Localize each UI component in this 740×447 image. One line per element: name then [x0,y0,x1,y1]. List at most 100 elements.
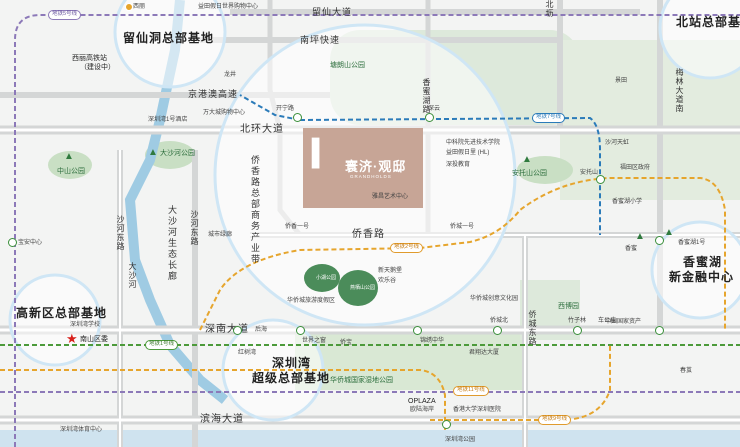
poi-qiaoxiang-no1: 侨香一号 [285,224,310,230]
poi-xili-rail-2: （建设中） [80,64,115,71]
poi-xincheng: 城市绿廊 [208,232,233,238]
road-qiaoxiang: 侨香路 [352,229,385,240]
poi-shahe-mall: 沙河天虹 [605,140,630,146]
park-anhe-label: 安托山公园 [512,170,547,177]
poi-shenzhenwan-park: 深圳湾体育中心 [60,427,103,433]
label-xiangmi-rd: 香蜜湖路 [422,78,431,114]
road-nanping: 南坪快速 [300,35,341,45]
poi-new-forest: 新天鹅堡 [378,268,403,274]
park-dashahe-label: 大沙河公园 [160,150,195,157]
park-anhe [517,156,573,184]
poi-xiangmi-metro: 香蜜 [625,246,638,252]
park-blob-2 [338,270,378,306]
building-icon: ▍ [312,138,332,168]
poi-shenzhen-univ: 深圳湾公园 [445,437,476,443]
metro-station-icon[interactable] [655,326,664,335]
metro-line-7 [299,116,601,235]
hub-gaoxin: 高新区总部基地 [16,306,108,320]
label-shahe-east-2: 沙河东路 [190,210,199,246]
poi-zhuzilin: 竹子林 [568,318,587,324]
park-xiaohu-label: 小湖公园 [316,275,337,281]
poi-oplaza: OPLAZA [408,398,436,405]
metro-station-icon[interactable] [573,326,582,335]
metro-station-icon[interactable] [655,236,664,245]
poi-nanshan-gov: 南山区委 [80,336,108,343]
metro-station-icon[interactable] [8,238,17,247]
tree-icon: ▲ [522,154,532,165]
poi-bay-school: 深圳湾学校 [70,322,101,328]
hub-shenzhenwan-2: 超级总部基地 [252,371,331,385]
poi-oplaza-sub: 欧陆海岸 [410,407,435,413]
metro-station-icon[interactable] [296,326,305,335]
poi-kaibin: 开宁路 [276,106,295,112]
poi-hkust: 香港大学深圳医院 [453,407,502,413]
road-liuxian: 留仙大道 [312,7,353,17]
star-icon: ★ [66,331,78,346]
hub-xiangmihu-1: 香蜜湖 [683,255,723,269]
park-xibo-label: 西博园 [558,303,579,310]
hub-shenzhenwan-1: 深圳湾 [272,356,312,370]
poi-houhai: 后海 [255,327,268,333]
tree-icon: ▲ [664,227,674,238]
poi-zhongkeyuan: 中科院先进技术学院 [446,140,501,146]
poi-zhujiang: 深圳湾1号酒店 [148,117,188,123]
poi-xili-rail-1: 西丽高铁站 [72,55,107,62]
metro-station-icon[interactable] [293,113,302,122]
poi-chegongmiao: 车公庙 [598,318,617,324]
road-beihuan: 北环大道 [240,124,284,135]
metro-line-1-badge[interactable]: 地铁1号线 [145,340,179,350]
poi-qiaocheng-north: 侨城北 [490,318,509,324]
park-zhongshan [48,151,92,179]
metro-station-icon[interactable] [425,113,434,122]
poi-xiangmi-school: 香蜜湖小学 [612,199,643,205]
project-block[interactable] [303,128,423,208]
poi-zhongguo: 中国国家资产 [605,319,642,325]
label-qiaocheng-east: 侨城东路 [528,310,537,346]
park-zhongshan-label: 中山公园 [57,168,85,175]
poi-waterpark: 华侨城旅游度假区 [287,298,336,304]
park-yanshan-label: 燕栖山公园 [350,285,376,291]
park-blob-1 [304,264,340,292]
hub-liuxiandong: 留仙洞总部基地 [123,31,215,45]
metro-station-icon[interactable] [442,420,451,429]
metro-line-5-badge[interactable]: 地铁5号线 [48,10,82,20]
park-wetland [295,330,525,390]
poi-longzhu: 龙井 [224,72,237,78]
poi-meishi: 雅昌艺术中心 [372,194,409,200]
label-beijiang: 北坜 [545,0,554,18]
metro-station-icon[interactable] [596,175,605,184]
label-dashahe-v: 大沙河 [128,262,137,289]
metro-line-5 [14,14,740,447]
metro-station-icon[interactable] [233,326,242,335]
metro-line-2-badge[interactable]: 地铁2号线 [390,243,424,253]
poi-jingtian: 景田 [615,78,628,84]
label-dashahe-eco: 大沙河生态长廊 [167,205,177,282]
poi-chongying: 深投教育 [446,162,471,168]
metro-line-7-badge[interactable]: 地铁7号线 [532,113,566,123]
park-wetland-label: 华侨城国家湿地公园 [330,377,393,384]
tree-icon: ▲ [148,147,158,158]
label-commerce-belt: 侨香路总部商务产业带 [250,155,260,265]
label-huanguan: 梅林大道南 [675,68,684,113]
poi-antuoshan: 安托山 [580,170,599,176]
poi-yitianya: 益田假日里 (HL) [446,150,490,156]
label-shahe-east: 沙河东路 [116,215,125,251]
poi-aoti: 春茧 [680,368,693,374]
poi-junxiang: 君翔达大厦 [469,350,500,356]
poi-baoan: 宝安中心 [18,240,43,246]
tree-icon: ▲ [64,151,74,162]
poi-hongshan: 红树湾 [238,350,257,356]
metro-line-9-badge[interactable]: 地铁9号线 [538,415,572,425]
poi-wanda: 万大城购物中心 [203,110,246,116]
poi-window-world: 世界之窗 [302,338,327,344]
metro-line-11 [0,369,446,430]
metro-station-icon[interactable] [413,326,422,335]
metro-line-7-west [239,94,301,121]
road-jinggang-ao: 京港澳高速 [188,89,239,99]
metro-line-11-badge[interactable]: 地铁11号线 [453,386,489,396]
tree-icon: ▲ [635,231,645,242]
poi-happy-valley: 欢乐谷 [378,278,397,284]
metro-station-icon[interactable] [493,326,502,335]
poi-fuqiao: 福田区政府 [620,165,651,171]
